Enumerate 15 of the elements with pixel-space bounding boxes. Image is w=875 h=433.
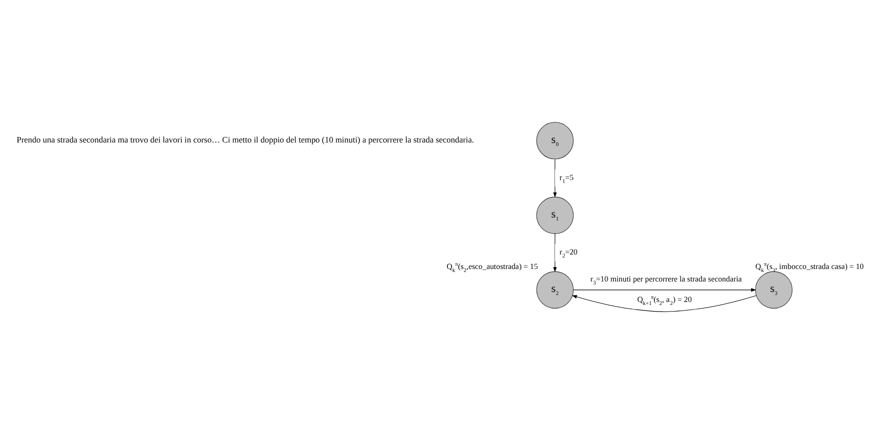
node-circle: s$_{0}$ (536, 121, 574, 159)
label: Prendo una strada secondaria ma trovo dei lavori in corso… Ci metto il doppio del tempo (10 minuti) a percorrere la strada secondaria. (16, 134, 474, 144)
edge-label: r$_{1}$=5 (560, 172, 574, 184)
node-circle: s$_{2}$ (536, 270, 574, 308)
node-circle: s$_{3}$ (755, 270, 792, 308)
edge-label: r$_{3}$=10 minuti per percorrere la strada secondaria (590, 274, 742, 286)
arrow (553, 158, 557, 198)
node-label: Q$_{k}$$^{π}$(s$_{3}$, imbocco_strada casa) = 10 (755, 261, 864, 274)
arrow (572, 294, 756, 312)
node-label: Q$_{k}$$^{π}$(s$_{2}$,esco_autostrada) = 15 (446, 261, 538, 274)
node-circle: s$_{1}$ (536, 196, 574, 234)
arrow (553, 233, 557, 272)
arrow (573, 288, 756, 292)
edge-label: r$_{2}$=20 (560, 246, 578, 259)
edge-label: Q$_{k+1}$$^{π}$(s$_{2}$, a$_{2}$) = 20 (637, 294, 692, 307)
